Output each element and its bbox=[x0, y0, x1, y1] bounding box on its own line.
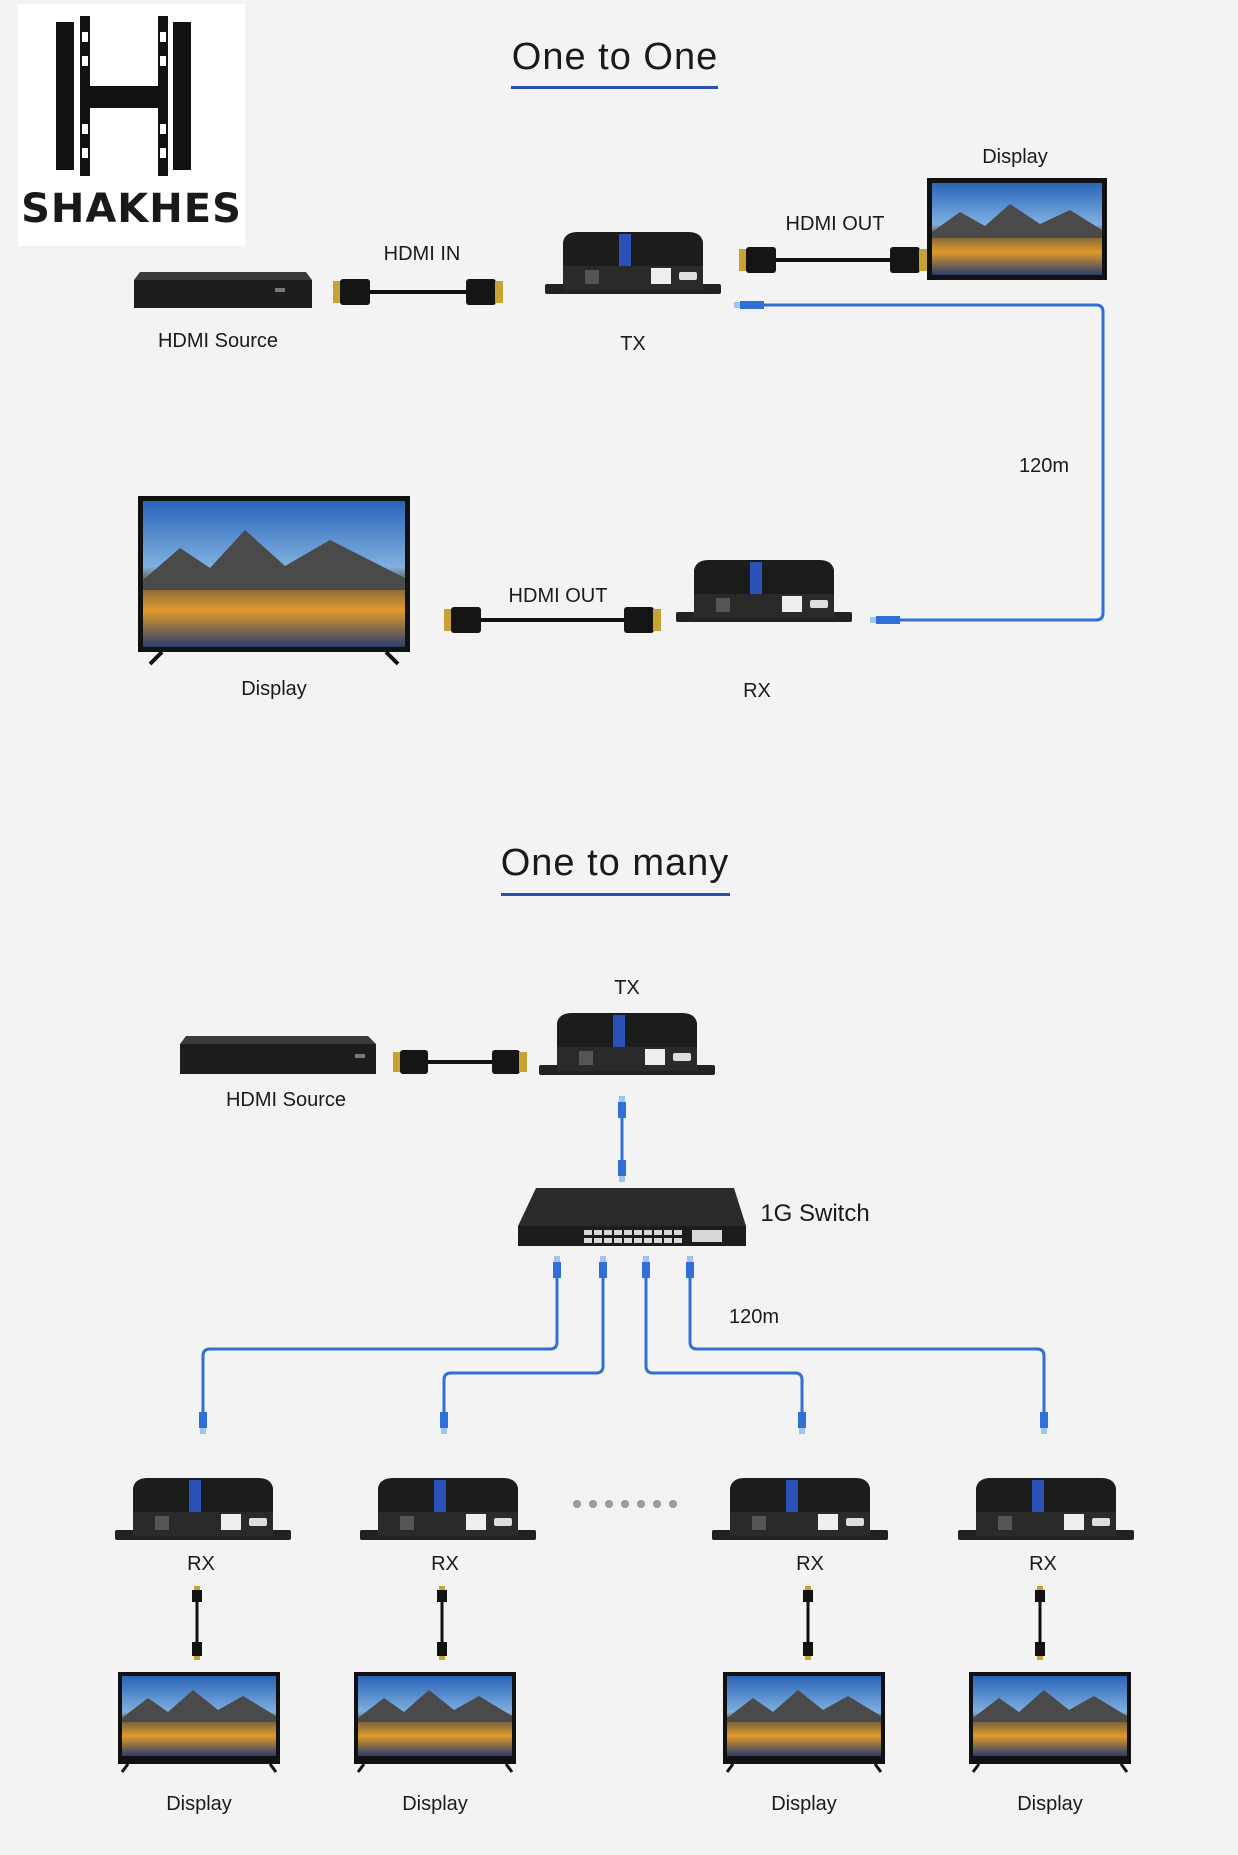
label-hdmi-out-rx: HDMI OUT bbox=[508, 585, 608, 607]
section2-title-underline bbox=[501, 893, 730, 896]
logo: SHAKHES bbox=[18, 4, 245, 246]
network-cable-tx-switch bbox=[618, 1096, 626, 1182]
gigabit-switch bbox=[518, 1188, 746, 1246]
label-tx-1: TX bbox=[620, 333, 646, 355]
hdmi-in-cable bbox=[333, 279, 503, 305]
label-tx-2: TX bbox=[614, 977, 640, 999]
section1-title: One to One bbox=[511, 36, 719, 78]
more-units-ellipsis bbox=[573, 1500, 677, 1508]
label-distance-1: 120m bbox=[1018, 455, 1070, 477]
section1-title-underline bbox=[511, 86, 718, 89]
label-hdmi-source-1: HDMI Source bbox=[157, 330, 279, 352]
logo-film-icon bbox=[56, 16, 191, 176]
network-cables-switch-rx bbox=[201, 1276, 1046, 1420]
label-rx-b: RX bbox=[431, 1553, 459, 1575]
label-display-top: Display bbox=[982, 146, 1048, 168]
label-display-d: Display bbox=[1017, 1793, 1083, 1815]
hdmi-source-device-1 bbox=[134, 272, 312, 308]
label-display-c: Display bbox=[771, 1793, 837, 1815]
rx-unit-row bbox=[115, 1478, 1134, 1540]
label-hdmi-out-tx: HDMI OUT bbox=[785, 213, 885, 235]
label-rx-d: RX bbox=[1029, 1553, 1057, 1575]
label-display-bottom: Display bbox=[241, 678, 307, 700]
label-switch: 1G Switch bbox=[760, 1200, 870, 1227]
hdmi-out-cable-rx bbox=[444, 607, 661, 633]
rx-unit-1 bbox=[676, 560, 852, 622]
hdmi-cable-source-tx bbox=[393, 1050, 527, 1074]
hdmi-cables-rx-display bbox=[190, 1584, 1047, 1662]
display-row bbox=[116, 1670, 1133, 1774]
tx-unit-2 bbox=[539, 1013, 715, 1075]
label-hdmi-in: HDMI IN bbox=[383, 243, 461, 265]
display-top-screen bbox=[927, 178, 1107, 280]
logo-text: SHAKHES bbox=[21, 186, 242, 232]
tx-unit-1 bbox=[545, 232, 721, 294]
label-display-b: Display bbox=[402, 1793, 468, 1815]
section2-title: One to many bbox=[500, 842, 730, 884]
rj45-connectors-switch bbox=[199, 1256, 1048, 1434]
label-display-a: Display bbox=[166, 1793, 232, 1815]
label-rx-1: RX bbox=[743, 680, 771, 702]
display-bottom-tv bbox=[138, 496, 410, 666]
label-rx-c: RX bbox=[796, 1553, 824, 1575]
label-rx-a: RX bbox=[187, 1553, 215, 1575]
network-cable-120m bbox=[734, 301, 1105, 624]
label-distance-2: 120m bbox=[728, 1306, 780, 1328]
hdmi-out-cable-tx bbox=[739, 247, 927, 273]
hdmi-source-device-2 bbox=[180, 1036, 376, 1074]
label-hdmi-source-2: HDMI Source bbox=[225, 1089, 347, 1111]
